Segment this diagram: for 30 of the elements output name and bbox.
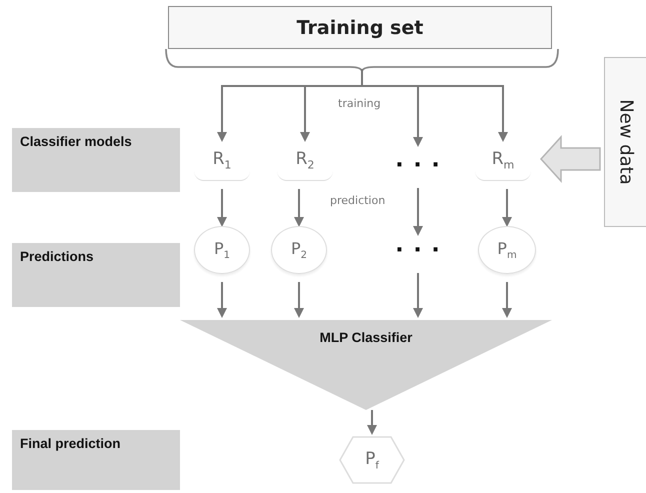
arrow — [294, 189, 304, 227]
final-hexagon — [339, 436, 405, 484]
model-node: R$_{1}$ — [194, 145, 250, 181]
ellipsis: · · · — [390, 150, 446, 180]
arrow — [217, 189, 227, 227]
ellipsis: · · · — [390, 235, 446, 265]
prediction-ellipse: P$_{2}$ — [271, 226, 327, 274]
arrow — [367, 410, 377, 435]
row-label-band: Classifier models — [12, 128, 180, 192]
arrow — [413, 188, 423, 236]
row-label-band: Final prediction — [12, 430, 180, 490]
input-box — [604, 57, 646, 227]
training-set-box: Training set — [168, 6, 552, 49]
classifier-label: MLP Classifier — [320, 330, 412, 345]
prediction-ellipse: P$_{m}$ — [478, 226, 536, 274]
model-node: R$_{2}$ — [277, 145, 333, 181]
row-label-band: Predictions — [12, 243, 180, 307]
flow-label: training — [338, 97, 381, 110]
final-label: P$_{f}$ — [365, 448, 379, 472]
arrow — [502, 189, 512, 227]
model-node: R$_{m}$ — [475, 145, 531, 181]
arrow — [540, 135, 601, 183]
input-label: New data — [615, 99, 636, 185]
classifier-triangle — [180, 320, 552, 410]
arrow — [294, 282, 304, 318]
prediction-ellipse: P$_{1}$ — [194, 226, 250, 274]
flow-label: prediction — [330, 194, 386, 207]
arrow — [502, 282, 512, 318]
arrow — [217, 282, 227, 318]
arrow — [413, 273, 423, 318]
